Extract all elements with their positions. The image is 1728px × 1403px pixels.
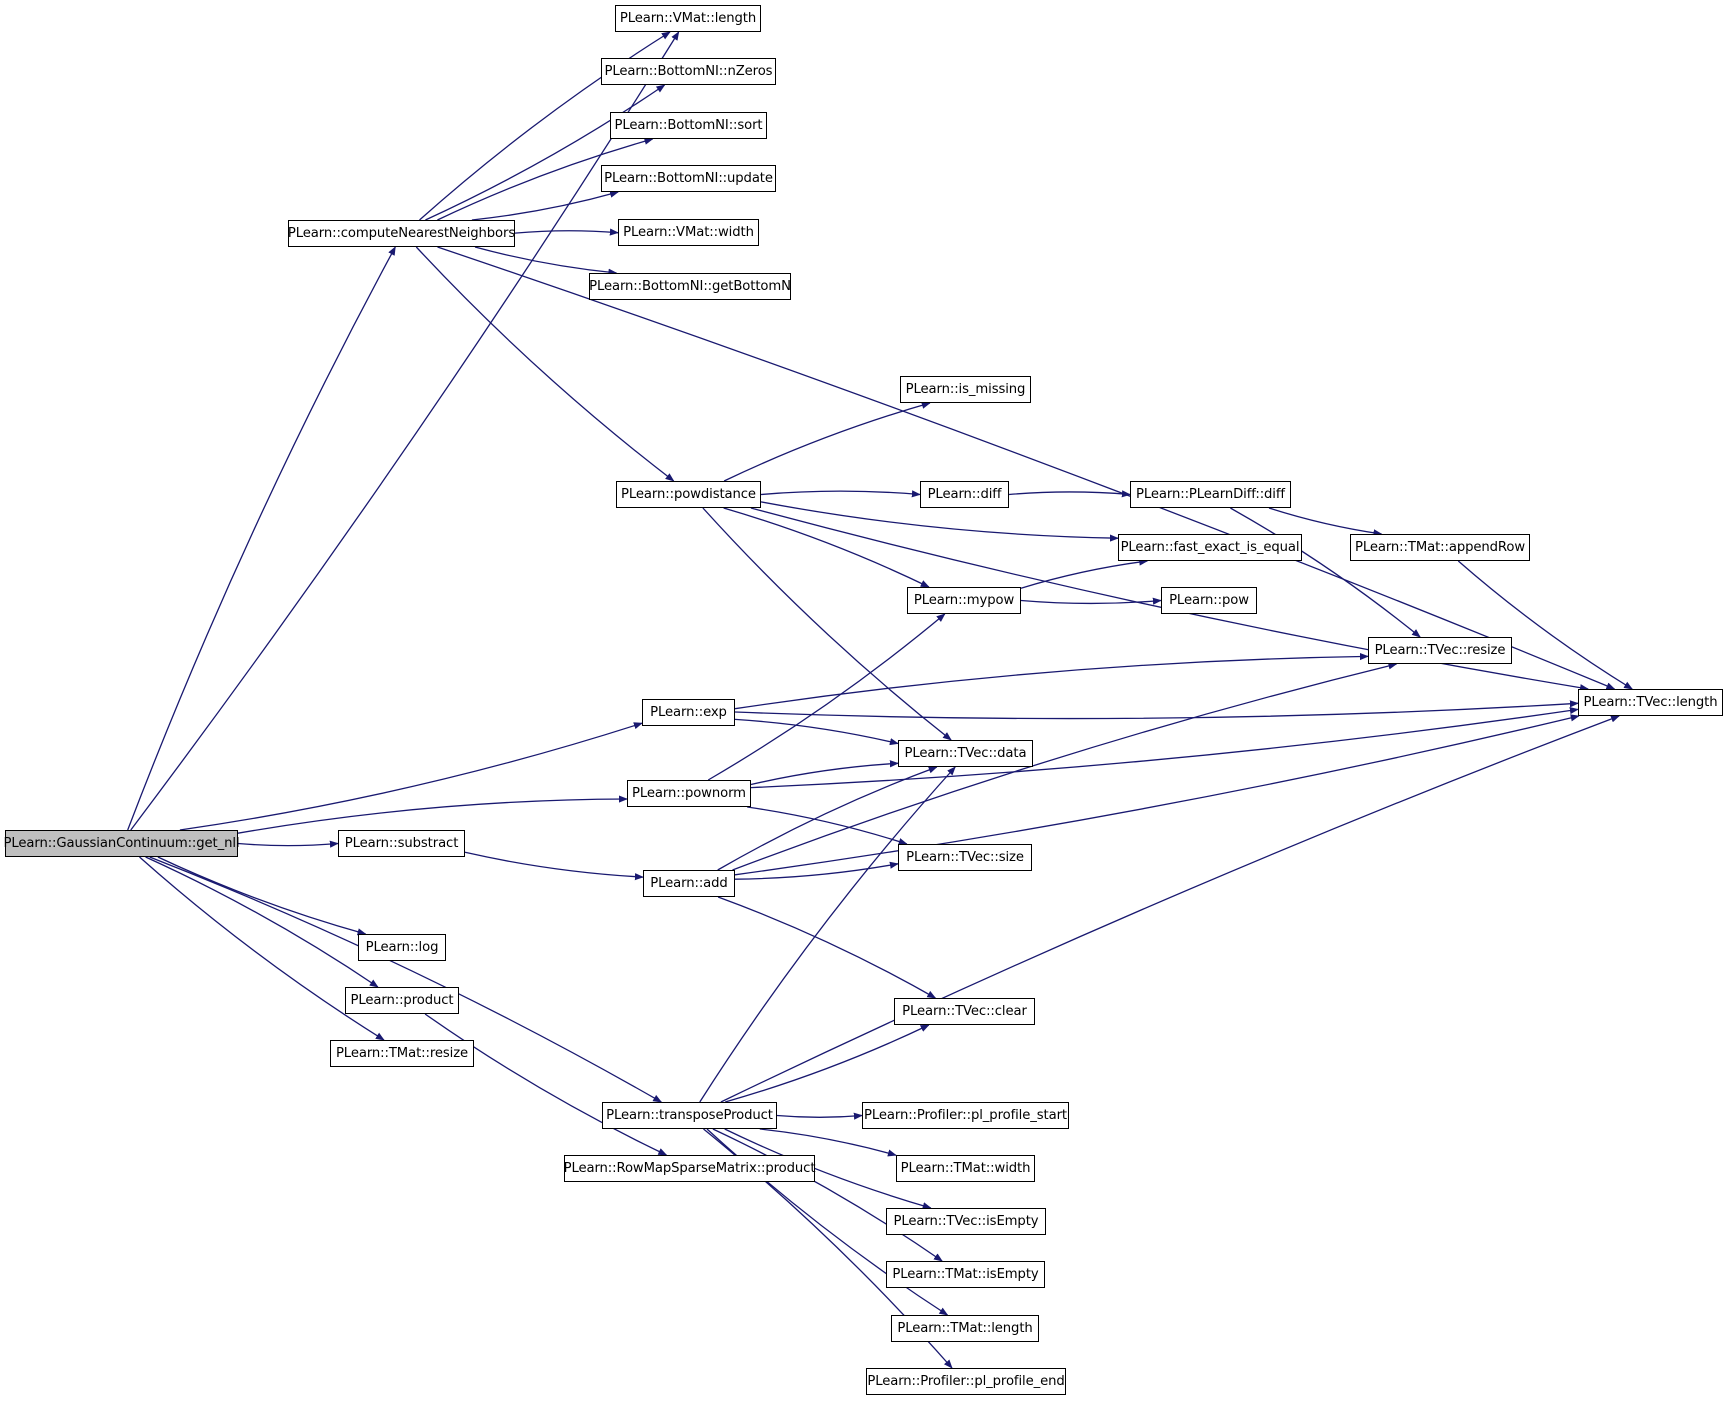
node-vmat-length[interactable]: PLearn::VMat::length xyxy=(615,5,761,32)
edge-get_nll-to-log xyxy=(157,856,367,936)
node-tmat-isempty[interactable]: PLearn::TMat::isEmpty xyxy=(886,1261,1045,1288)
node-diff[interactable]: PLearn::diff xyxy=(920,481,1009,508)
node-tmat-length[interactable]: PLearn::TMat::length xyxy=(891,1315,1039,1342)
edge-pownorm-to-tvec_size xyxy=(747,806,908,845)
node-profiler-pl-profile-end[interactable]: PLearn::Profiler::pl_profile_end xyxy=(866,1368,1066,1395)
edge-substract-to-add xyxy=(464,851,644,881)
edge-cnn-to-update xyxy=(471,190,619,221)
edge-get_nll-to-vmat_len xyxy=(130,31,680,831)
edge-exp-to-tvec_length xyxy=(734,700,1579,720)
edge-transposeproduct-to-tvec_isempty xyxy=(724,1128,932,1210)
node-fast-exact-is-equal[interactable]: PLearn::fast_exact_is_equal xyxy=(1118,534,1302,561)
edge-transposeproduct-to-tvec_clear xyxy=(725,1024,930,1103)
node-exp[interactable]: PLearn::exp xyxy=(642,699,735,726)
edge-add-to-tvec_resize xyxy=(732,662,1398,871)
node-product[interactable]: PLearn::product xyxy=(345,987,459,1014)
edge-cnn-to-sort xyxy=(437,137,654,221)
node-rowmapsparsematrix-product[interactable]: PLearn::RowMapSparseMatrix::product xyxy=(564,1155,816,1182)
edge-powdistance-to-mypow xyxy=(723,507,930,588)
edge-cnn-to-vmat_len xyxy=(419,31,671,221)
node-compute-nearest-neighbors[interactable]: PLearn::computeNearestNeighbors xyxy=(288,220,515,247)
edge-cnn-to-tvec_length xyxy=(437,246,1616,690)
edge-pldiff-to-tvec_resize xyxy=(1230,507,1421,638)
node-get-nll[interactable]: PLearn::GaussianContinuum::get_nll xyxy=(4,830,240,857)
edge-powdistance-to-tvec_data xyxy=(702,507,952,741)
node-bottomni-sort[interactable]: PLearn::BottomNI::sort xyxy=(610,112,767,139)
edge-pownorm-to-tvec_length xyxy=(750,707,1579,789)
edge-transposeproduct-to-tvec_length xyxy=(720,715,1620,1103)
edge-powdistance-to-diff xyxy=(760,490,921,498)
edge-transposeproduct-to-tmat_width xyxy=(759,1128,897,1157)
node-add[interactable]: PLearn::add xyxy=(643,870,735,897)
edge-get_nll-to-product xyxy=(145,856,379,988)
edge-cnn-to-vmat_width xyxy=(514,228,619,236)
node-is-missing[interactable]: PLearn::is_missing xyxy=(900,376,1031,403)
node-transposeproduct[interactable]: PLearn::transposeProduct xyxy=(602,1102,777,1129)
edge-exp-to-tvec_resize xyxy=(734,652,1369,710)
node-log[interactable]: PLearn::log xyxy=(358,934,446,961)
node-tmat-appendrow[interactable]: PLearn::TMat::appendRow xyxy=(1350,534,1530,561)
edge-product-to-rowmap_product xyxy=(424,1013,668,1156)
edge-pldiff-to-appendrow xyxy=(1268,507,1383,537)
edge-get_nll-to-cnn xyxy=(127,246,396,831)
node-plearndiff-diff[interactable]: PLearn::PLearnDiff::diff xyxy=(1130,481,1291,508)
node-tvec-size[interactable]: PLearn::TVec::size xyxy=(898,844,1032,871)
node-tmat-resize[interactable]: PLearn::TMat::resize xyxy=(330,1040,474,1067)
edge-transposeproduct-to-pl_start xyxy=(776,1112,863,1120)
edge-add-to-tvec_size xyxy=(734,861,899,880)
edge-diff-to-pldiff xyxy=(1008,490,1131,498)
node-vmat-width[interactable]: PLearn::VMat::width xyxy=(618,219,759,246)
edge-get_nll-to-exp xyxy=(179,722,643,831)
node-tvec-isempty[interactable]: PLearn::TVec::isEmpty xyxy=(886,1208,1046,1235)
edge-transposeproduct-to-tvec_data xyxy=(699,766,956,1103)
node-pownorm[interactable]: PLearn::pownorm xyxy=(627,780,751,807)
node-tvec-length[interactable]: PLearn::TVec::length xyxy=(1578,689,1723,716)
node-powdistance[interactable]: PLearn::powdistance xyxy=(616,481,761,508)
node-profiler-pl-profile-start[interactable]: PLearn::Profiler::pl_profile_start xyxy=(862,1102,1069,1129)
node-tvec-data[interactable]: PLearn::TVec::data xyxy=(898,740,1033,767)
edge-appendrow-to-tvec_length xyxy=(1457,560,1633,690)
node-bottomni-nzeros[interactable]: PLearn::BottomNI::nZeros xyxy=(601,58,776,85)
edge-powdistance-to-fast_eq xyxy=(760,501,1119,542)
edge-mypow-to-fast_eq xyxy=(1020,558,1149,589)
edge-powdistance-to-is_missing xyxy=(723,401,931,482)
node-mypow[interactable]: PLearn::mypow xyxy=(907,587,1021,614)
edge-add-to-tvec_data xyxy=(717,766,938,871)
node-bottomni-update[interactable]: PLearn::BottomNI::update xyxy=(601,165,776,192)
edge-get_nll-to-pownorm xyxy=(237,795,628,834)
edge-pownorm-to-tvec_data xyxy=(750,760,899,786)
node-bottomni-getbottomn[interactable]: PLearn::BottomNI::getBottomN xyxy=(589,273,791,300)
edge-exp-to-tvec_data xyxy=(734,718,899,746)
node-tvec-resize[interactable]: PLearn::TVec::resize xyxy=(1368,637,1512,664)
edge-get_nll-to-transposeproduct xyxy=(149,856,663,1103)
node-tmat-width[interactable]: PLearn::TMat::width xyxy=(896,1155,1035,1182)
edge-cnn-to-nzeros xyxy=(425,84,666,221)
edge-cnn-to-getbottomn xyxy=(474,246,618,276)
edge-add-to-tvec_clear xyxy=(717,896,937,999)
edge-mypow-to-pow xyxy=(1020,597,1162,605)
node-tvec-clear[interactable]: PLearn::TVec::clear xyxy=(894,998,1035,1025)
edge-get_nll-to-substract xyxy=(237,840,339,848)
edge-cnn-to-powdistance xyxy=(415,246,675,482)
edge-transposeproduct-to-tmat_isempty xyxy=(712,1128,943,1262)
node-pow[interactable]: PLearn::pow xyxy=(1161,587,1257,614)
edge-add-to-tvec_length xyxy=(734,714,1580,876)
edge-get_nll-to-tmat_resize xyxy=(139,856,385,1041)
edge-pownorm-to-mypow xyxy=(707,613,946,781)
node-substract[interactable]: PLearn::substract xyxy=(338,830,465,857)
